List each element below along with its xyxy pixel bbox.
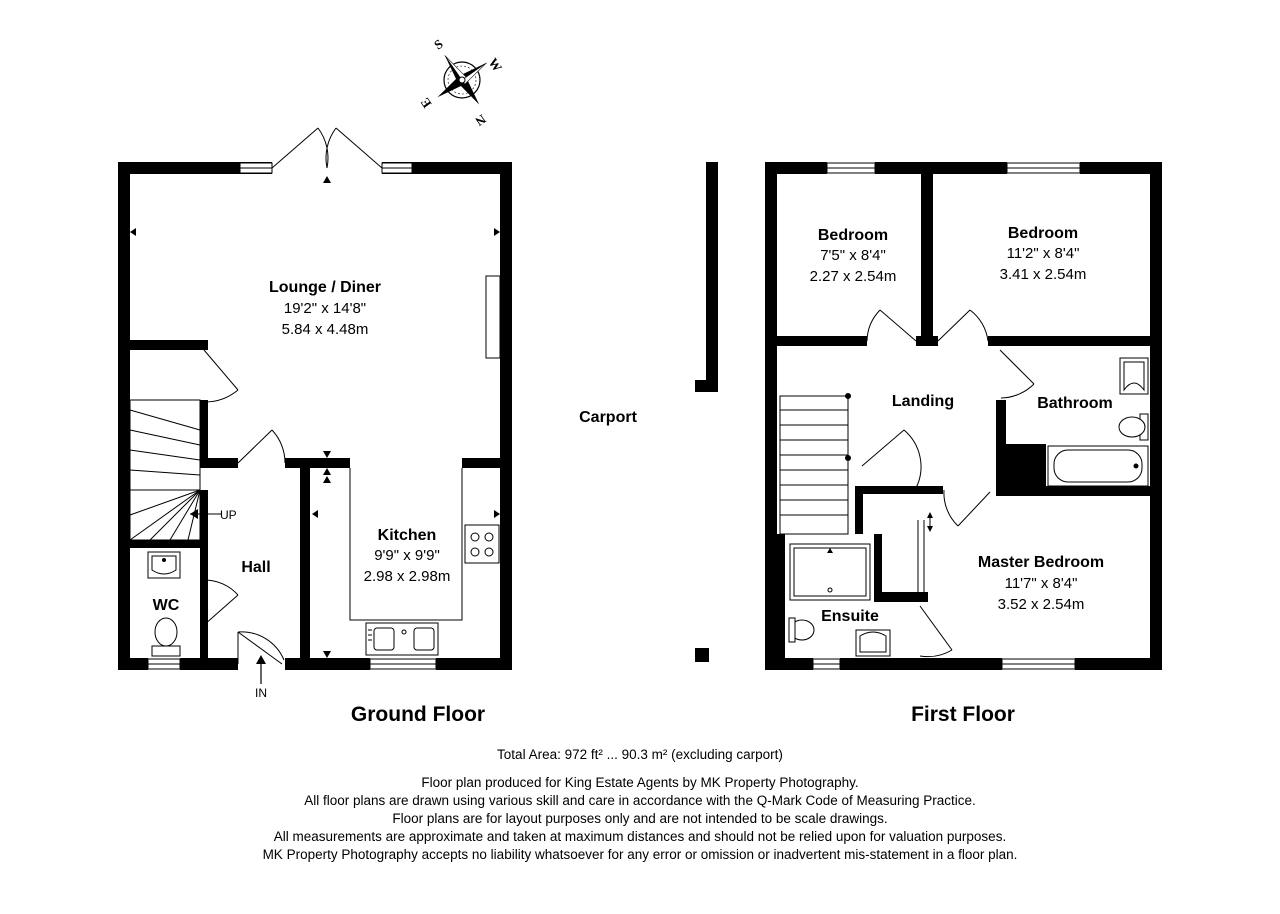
first-floor-title: First Floor: [911, 703, 1015, 726]
carport-name: Carport: [579, 409, 637, 426]
master-bedroom-imperial: 11'7" x 8'4": [1005, 575, 1078, 592]
kitchen-imperial: 9'9" x 9'9": [374, 547, 440, 564]
lounge-metric: 5.84 x 4.48m: [282, 321, 369, 338]
disclaimer-line: Floor plans are for layout purposes only…: [392, 811, 888, 826]
bathroom-fixtures: [1047, 357, 1149, 487]
ground-floor-title: Ground Floor: [351, 703, 485, 726]
kitchen-metric: 2.98 x 2.98m: [364, 568, 451, 585]
first-dimension-arrows: [927, 512, 933, 532]
first-floor-windows: [812, 162, 1081, 670]
bedroom-large-metric: 3.41 x 2.54m: [1000, 266, 1087, 283]
landing-name: Landing: [892, 393, 954, 410]
hall-name: Hall: [241, 559, 270, 576]
lounge-name: Lounge / Diner: [269, 279, 381, 296]
wc-fixtures: [147, 551, 181, 657]
ensuite-fixtures: [788, 543, 891, 657]
ensuite-name: Ensuite: [821, 608, 879, 625]
compass-rose: S W N E: [417, 36, 505, 130]
bedroom-large-name: Bedroom: [1008, 225, 1078, 242]
chimney-breast: [485, 275, 501, 359]
compass-s: S: [431, 36, 446, 52]
kitchen-name: Kitchen: [378, 527, 437, 544]
compass-w: W: [486, 55, 506, 74]
kitchen-units: [349, 468, 500, 656]
bedroom-large-imperial: 11'2" x 8'4": [1007, 245, 1080, 262]
master-bedroom-metric: 3.52 x 2.54m: [998, 596, 1085, 613]
bathroom-name: Bathroom: [1037, 395, 1113, 412]
stairs-up-label: UP: [220, 508, 237, 522]
entrance-arrow: [256, 655, 266, 684]
first-floor-walls: [765, 162, 1162, 670]
compass-n: N: [472, 112, 489, 130]
ground-floor-doors: [203, 127, 383, 665]
entrance-label: IN: [255, 686, 267, 700]
bedroom-small-name: Bedroom: [818, 227, 888, 244]
disclaimer: Floor plan produced for King Estate Agen…: [0, 774, 1280, 864]
first-floor-doors: [861, 309, 1035, 658]
first-floor-stairs: [779, 393, 851, 535]
disclaimer-line: MK Property Photography accepts no liabi…: [262, 847, 1018, 862]
ground-floor-stairs: [129, 399, 222, 541]
ground-floor-windows: [147, 162, 437, 670]
master-bedroom-name: Master Bedroom: [978, 554, 1104, 571]
disclaimer-line: All measurements are approximate and tak…: [273, 829, 1007, 844]
disclaimer-line: All floor plans are drawn using various …: [304, 793, 976, 808]
lounge-imperial: 19'2" x 14'8": [284, 300, 366, 317]
bedroom-small-metric: 2.27 x 2.54m: [810, 268, 897, 285]
ground-dimension-arrows: [130, 176, 500, 658]
compass-e: E: [417, 95, 434, 111]
bedroom-small-imperial: 7'5" x 8'4": [820, 247, 886, 264]
wc-name: WC: [153, 597, 180, 614]
disclaimer-line: Floor plan produced for King Estate Agen…: [421, 775, 859, 790]
total-area: Total Area: 972 ft² ... 90.3 m² (excludi…: [497, 747, 783, 762]
